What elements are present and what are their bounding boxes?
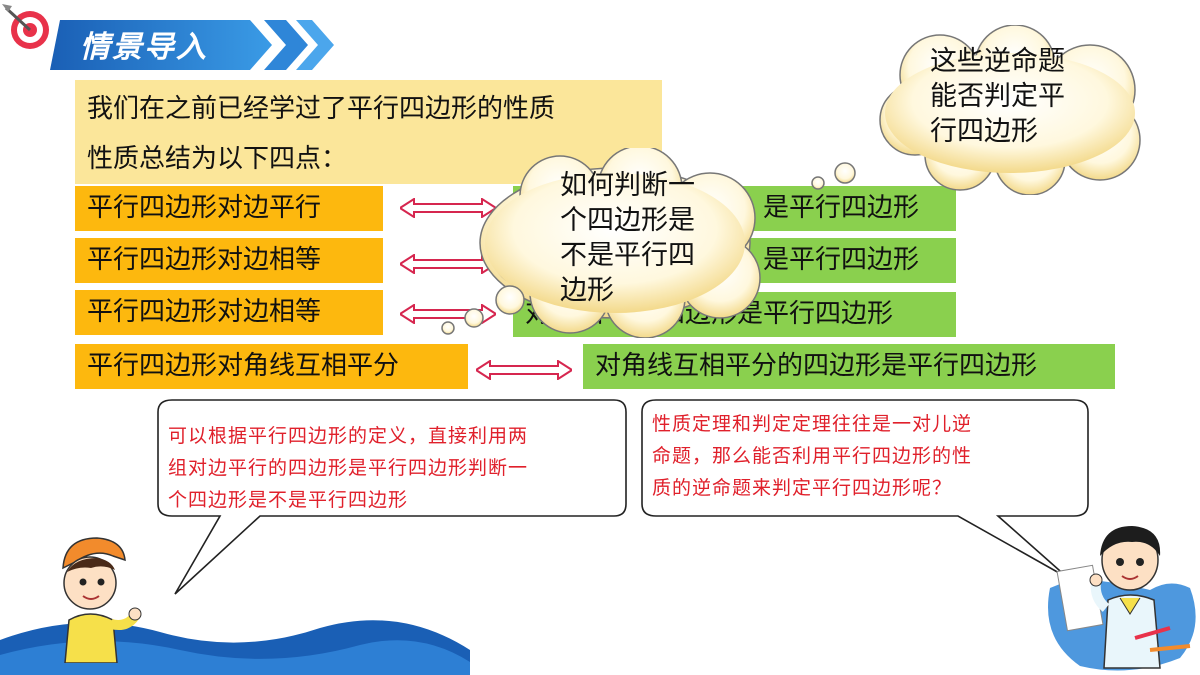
speech-right-line: 命题，那么能否利用平行四边形的性 <box>652 445 973 467</box>
judgement-row-1-right: 是平行四边形 <box>763 193 920 223</box>
property-row-3: 平行四边形对边相等 <box>75 290 383 335</box>
intro-box: 我们在之前已经学过了平行四边形的性质 性质总结为以下四点： <box>75 80 662 184</box>
boy-cap-illustration <box>62 537 142 663</box>
thought-cloud-center <box>441 148 761 338</box>
double-arrow-icon <box>400 198 496 218</box>
cloud-center-line: 如何判断一 <box>560 170 695 201</box>
property-row-1: 平行四边形对边平行 <box>75 186 383 231</box>
cloud-center-text: 如何判断一 个四边形是 不是平行四 边形 <box>560 168 695 308</box>
cloud-right-line: 这些逆命题 <box>930 46 1065 77</box>
cloud-right-text: 这些逆命题 能否判定平 行四边形 <box>930 44 1065 149</box>
property-row-2: 平行四边形对边相等 <box>75 238 383 283</box>
speech-right-text: 性质定理和判定定理往往是一对儿逆 命题，那么能否利用平行四边形的性 质的逆命题来… <box>652 408 972 504</box>
thought-cloud-right <box>811 25 1141 195</box>
speech-left-line: 组对边平行的四边形是平行四边形判断一 <box>168 457 529 479</box>
double-arrow-icon <box>400 254 496 274</box>
double-arrow-icon <box>476 360 572 380</box>
speech-bubble-right <box>641 399 1089 579</box>
speech-right-line: 性质定理和判定定理往往是一对儿逆 <box>652 413 973 435</box>
double-arrow-icon <box>400 304 496 324</box>
header-banner <box>50 20 334 70</box>
intro-line-1: 我们在之前已经学过了平行四边形的性质 <box>87 94 556 124</box>
judgement-row-4: 对角线互相平分的四边形是平行四边形 <box>583 344 1115 389</box>
cloud-center-line: 个四边形是 <box>560 205 695 236</box>
cloud-right-line: 行四边形 <box>930 116 1038 147</box>
cloud-center-line: 不是平行四 <box>560 240 695 271</box>
page-title: 情景导入 <box>80 30 208 65</box>
speech-bubble-left <box>157 399 627 595</box>
cloud-right-line: 能否判定平 <box>930 81 1065 112</box>
speech-left-text: 可以根据平行四边形的定义，直接利用两 组对边平行的四边形是平行四边形判断一 个四… <box>168 420 528 516</box>
speech-left-line: 个四边形是不是平行四边形 <box>168 489 409 511</box>
boy-reading-illustration <box>1048 526 1196 671</box>
target-icon <box>2 4 49 49</box>
cloud-center-line: 边形 <box>560 275 614 306</box>
judgement-row-2-right: 是平行四边形 <box>763 245 920 275</box>
intro-line-2: 性质总结为以下四点： <box>87 144 348 174</box>
property-row-4: 平行四边形对角线互相平分 <box>75 344 468 389</box>
speech-left-line: 可以根据平行四边形的定义，直接利用两 <box>168 425 529 447</box>
speech-right-line: 质的逆命题来判定平行四边形呢？ <box>652 477 953 499</box>
